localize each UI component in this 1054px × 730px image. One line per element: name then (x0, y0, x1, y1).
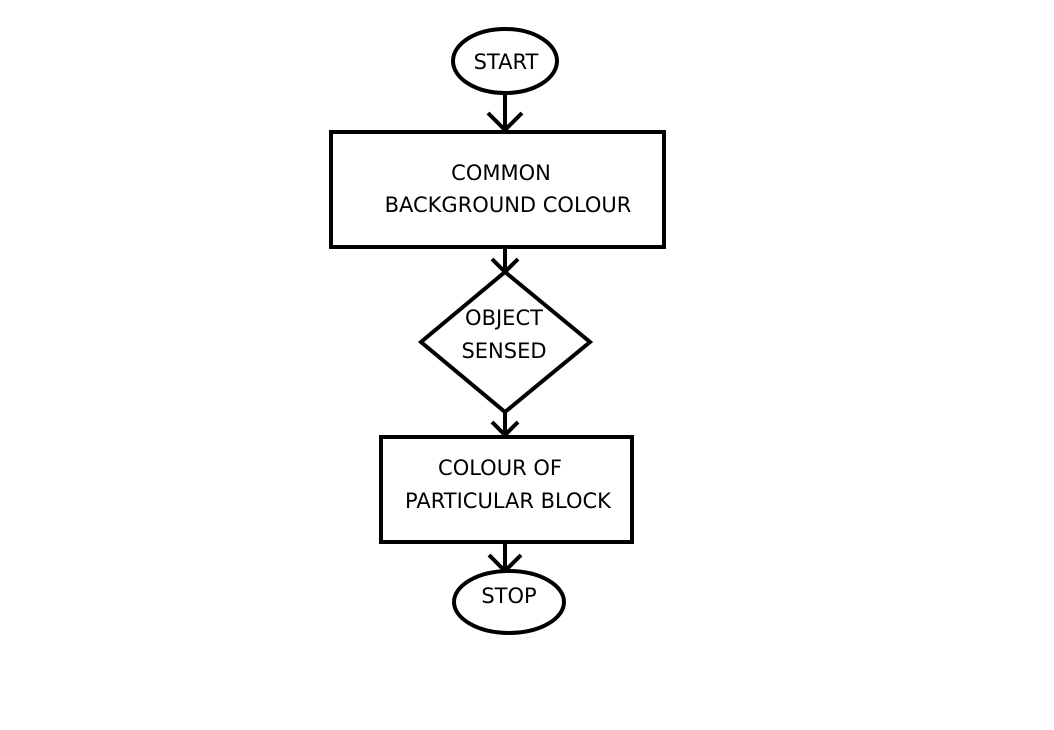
particular-block-node: COLOUR OF PARTICULAR BLOCK (379, 435, 634, 544)
start-label: START (474, 50, 539, 74)
connector-background-to-decision (490, 249, 520, 275)
particular-block-line2: PARTICULAR BLOCK (405, 489, 612, 513)
stop-label: STOP (481, 584, 536, 608)
start-node: START (451, 27, 559, 95)
background-colour-node: COMMON BACKGROUND COLOUR (329, 130, 666, 249)
background-colour-line2: BACKGROUND COLOUR (385, 193, 632, 217)
connector-block-to-stop (487, 543, 523, 574)
particular-block-line1: COLOUR OF (438, 456, 562, 480)
object-sensed-node: OBJECT SENSED (417, 269, 594, 415)
object-sensed-line2: SENSED (461, 339, 546, 363)
object-sensed-line1: OBJECT (465, 306, 543, 330)
stop-node: STOP (452, 569, 566, 635)
connector-decision-to-block (490, 413, 520, 438)
background-colour-line1: COMMON (451, 161, 551, 185)
connector-start-to-background (486, 93, 524, 133)
